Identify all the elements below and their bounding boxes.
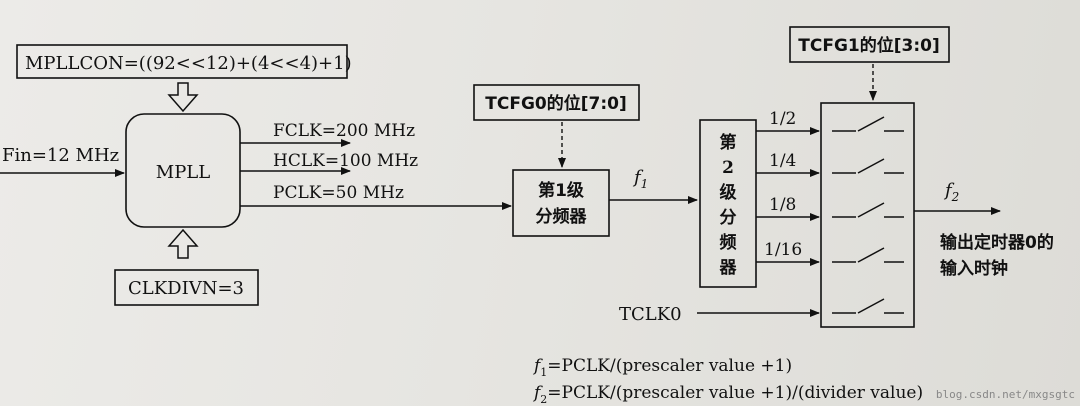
f1-label: f1 [632, 167, 648, 191]
output-label-line-1: 输出定时器0的 [940, 232, 1054, 253]
clkdivn-hollow-arrow [167, 228, 199, 259]
tcfg0-register: TCFG0的位[7:0] [473, 84, 640, 121]
divider-char-2: 2 [722, 158, 734, 178]
mux-switch-3 [832, 202, 904, 218]
mpllcon-label: MPLLCON=((92<<12)+(4<<4)+1) [25, 53, 352, 74]
mux-switch-4 [832, 247, 904, 263]
prescaler-line-1: 第1级 [538, 180, 584, 201]
prescaler-block: 第1级 分频器 [512, 169, 610, 237]
ratio-1-16-label: 1/16 [764, 240, 802, 260]
ratio-1-4-label: 1/4 [769, 151, 796, 171]
mpllcon-register: MPLLCON=((92<<12)+(4<<4)+1) [16, 44, 352, 79]
mux-switch-2 [832, 158, 904, 174]
ratio-1-2-label: 1/2 [769, 109, 796, 129]
mpll-block: MPLL [125, 113, 241, 228]
clkdivn-label: CLKDIVN=3 [128, 278, 244, 299]
divider-char-3: 级 [720, 182, 737, 203]
divider-char-1: 第 [720, 132, 737, 153]
fclk-label: FCLK=200 MHz [273, 121, 415, 141]
fin-label: Fin=12 MHz [2, 145, 119, 166]
mux-switch-5 [832, 298, 904, 314]
mux-switch-1 [832, 116, 904, 132]
output-label-line-2: 输入时钟 [940, 258, 1008, 279]
prescaler-line-2: 分频器 [536, 206, 588, 227]
divider-char-5: 频 [720, 232, 737, 253]
tcfg0-label: TCFG0的位[7:0] [485, 93, 626, 114]
pclk-label: PCLK=50 MHz [273, 183, 404, 203]
watermark: blog.csdn.net/mxgsgtc [936, 388, 1075, 401]
f2-label: f2 [943, 180, 959, 204]
formula-f2: f2=PCLK/(prescaler value +1)/(divider va… [532, 383, 923, 406]
hclk-label: HCLK=100 MHz [273, 151, 418, 171]
divider-char-4: 分 [720, 208, 737, 228]
clkdivn-register: CLKDIVN=3 [114, 269, 259, 306]
mpll-label: MPLL [156, 162, 210, 183]
mpllcon-hollow-arrow [167, 82, 199, 113]
divider-block: 第 2 级 分 频 器 [699, 119, 757, 288]
tcfg1-register: TCFG1的位[3:0] [789, 26, 950, 63]
clock-mux [820, 102, 915, 328]
formula-f1: f1=PCLK/(prescaler value +1) [532, 356, 792, 379]
ratio-1-8-label: 1/8 [769, 195, 796, 215]
divider-char-6: 器 [719, 258, 738, 278]
tclk0-label: TCLK0 [619, 304, 682, 325]
tcfg1-label: TCFG1的位[3:0] [798, 35, 939, 56]
